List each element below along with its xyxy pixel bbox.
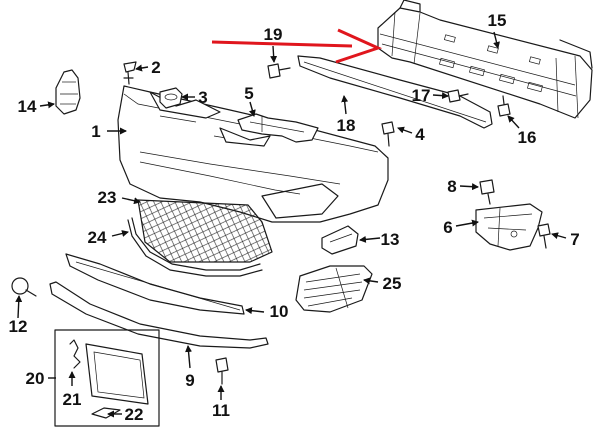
hardware-16-bolt [497, 95, 511, 117]
callout-9: 9 [185, 371, 194, 390]
hardware-7-bolt [537, 223, 551, 249]
callout-4: 4 [415, 125, 425, 144]
callout-11: 11 [212, 401, 230, 420]
callout-6: 6 [443, 218, 452, 237]
highlight-arrow [211, 28, 383, 64]
callout-3: 3 [198, 88, 207, 107]
callout-20: 20 [26, 369, 45, 388]
part-6-side-bracket [475, 203, 543, 251]
hardware-2-clip [123, 61, 137, 85]
callout-17: 17 [412, 86, 431, 105]
callout-25: 25 [383, 274, 402, 293]
callout-19: 19 [264, 25, 283, 44]
part-13-tow-hook-cover [321, 225, 359, 255]
part-1-bumper-cover [117, 85, 389, 223]
hardware-11-bolt [215, 357, 229, 385]
callout-18: 18 [337, 116, 356, 135]
callout-7: 7 [570, 230, 579, 249]
callout-24: 24 [88, 228, 107, 247]
part-5-center-bracket [237, 113, 319, 143]
callout-5: 5 [244, 84, 253, 103]
callout-21: 21 [63, 390, 82, 409]
callout-2: 2 [151, 58, 160, 77]
callout-22: 22 [125, 405, 144, 424]
callout-labels: 1 2 3 4 5 6 7 8 9 10 11 12 13 14 15 16 1… [9, 11, 580, 424]
callout-12: 12 [9, 317, 28, 336]
part-15-reinforcement-bar [377, 0, 593, 119]
callout-8: 8 [447, 177, 456, 196]
callout-15: 15 [488, 11, 507, 30]
part-25-fog-grille [295, 265, 373, 313]
callout-10: 10 [270, 302, 289, 321]
part-23-lower-grille [137, 199, 273, 263]
callout-23: 23 [98, 188, 117, 207]
hardware-8-screw [479, 179, 495, 205]
hardware-4-screw [381, 121, 395, 147]
part-10-lower-deflector [65, 253, 245, 315]
hardware-14-plug [55, 69, 81, 115]
hardware-3-nut [159, 87, 183, 109]
callout-14: 14 [18, 97, 37, 116]
part-18-absorber [297, 55, 493, 129]
hardware-19-bolt [267, 63, 291, 79]
part-20-plate-kit-box [54, 329, 160, 427]
hardware-17-bolt [447, 89, 469, 103]
hardware-12-cap [11, 277, 37, 297]
callout-13: 13 [381, 230, 400, 249]
leader-lines [15, 31, 567, 418]
callout-1: 1 [91, 122, 100, 141]
callout-16: 16 [518, 128, 537, 147]
part-24-grille-molding [127, 217, 263, 277]
